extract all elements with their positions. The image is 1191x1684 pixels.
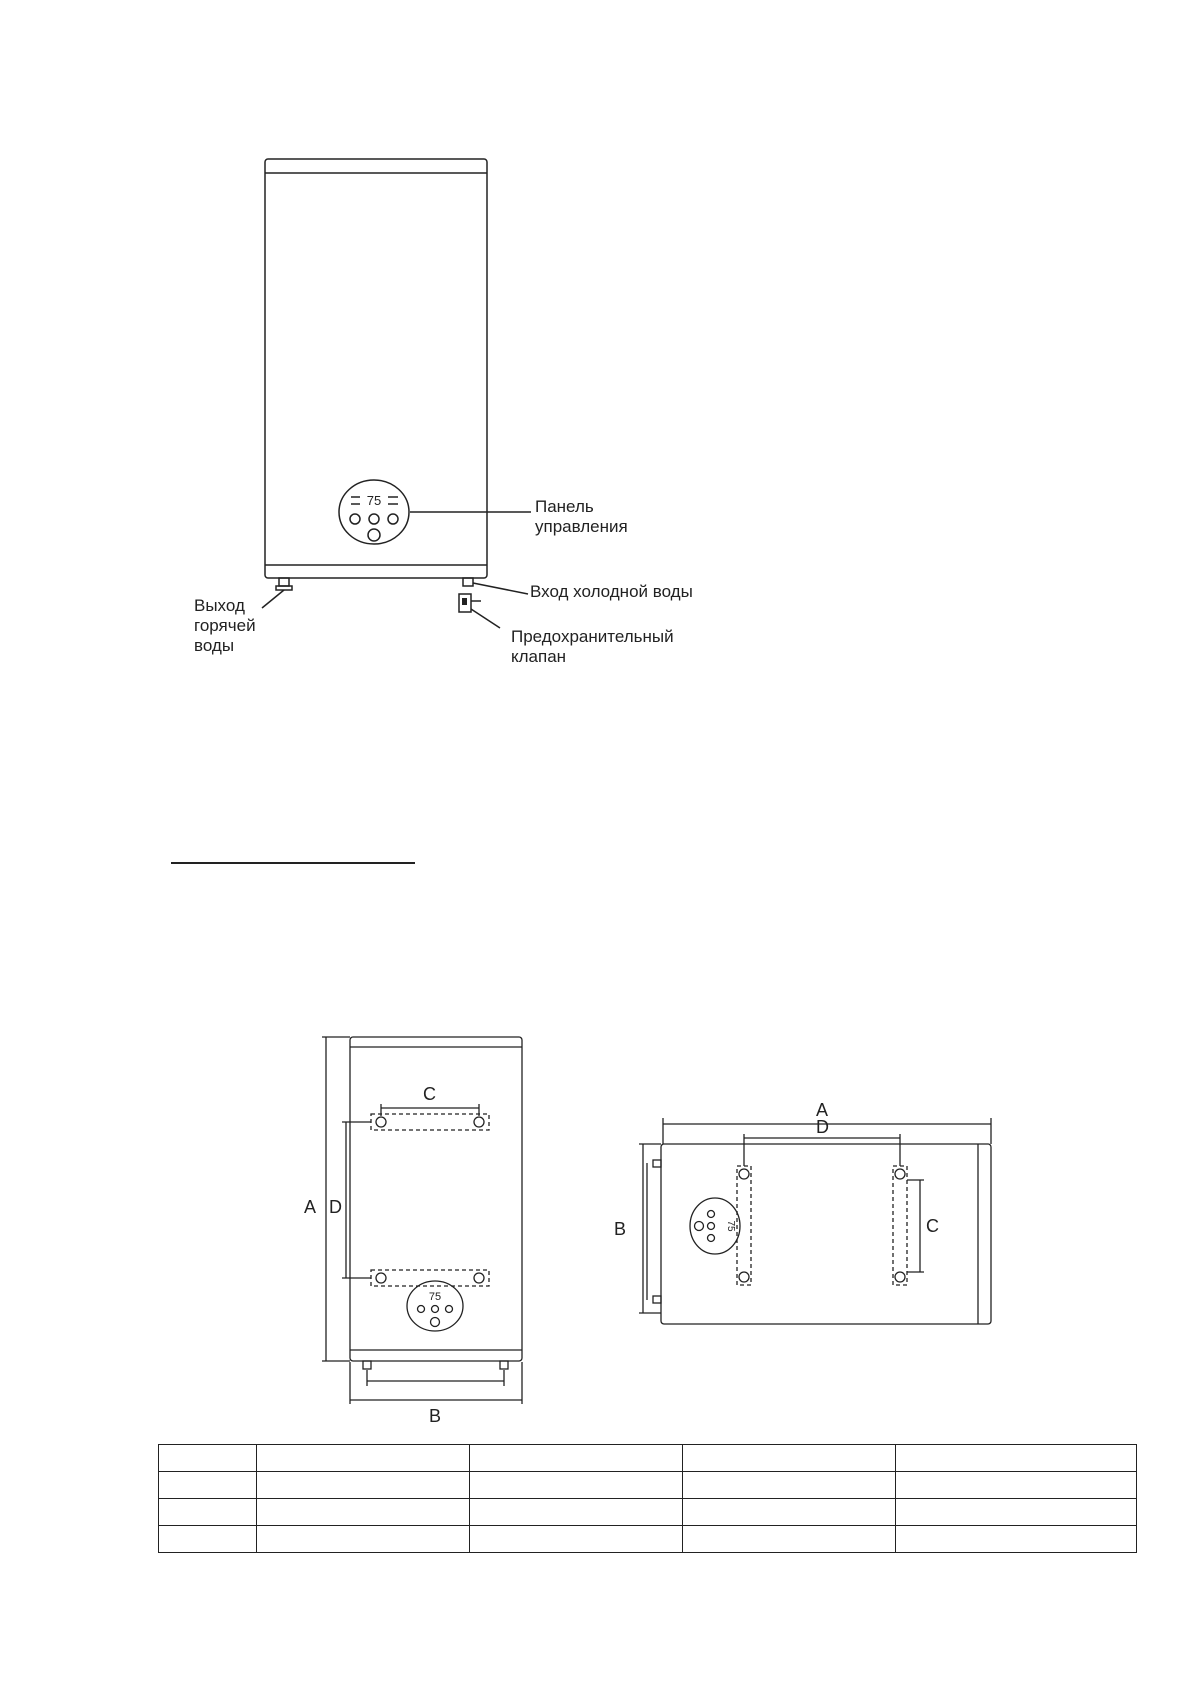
callout-hot-outlet-line3: воды	[194, 636, 234, 655]
mode-button-icon	[387, 513, 399, 525]
right-mounting-bracket	[892, 1165, 908, 1286]
horizontal-label-a: A	[816, 1100, 828, 1120]
hot-outlet-pipe	[278, 577, 290, 587]
top-mounting-bracket	[370, 1113, 490, 1131]
table-cell	[895, 1498, 1137, 1526]
table-row	[158, 1444, 1137, 1472]
table-cell	[682, 1444, 896, 1472]
table-row	[158, 1525, 1137, 1553]
table-cell	[469, 1525, 683, 1553]
heater-front-view: 75 Панель управления Вход холодной воды …	[194, 158, 693, 666]
table-cell	[256, 1525, 470, 1553]
vertical-label-a: A	[304, 1197, 316, 1217]
table-row	[158, 1471, 1137, 1499]
section-heading-underline	[171, 862, 415, 864]
table-cell	[895, 1471, 1137, 1499]
cold-inlet-pipe	[462, 577, 474, 587]
table-cell	[158, 1471, 257, 1499]
callout-safety-valve-line1: Предохранительный	[511, 627, 674, 646]
table-row	[158, 1498, 1137, 1526]
table-cell	[158, 1525, 257, 1553]
horizontal-panel-display: 75	[725, 1220, 736, 1232]
vertical-label-d: D	[329, 1197, 342, 1217]
up-button-icon	[368, 513, 380, 525]
power-button-icon	[367, 528, 381, 542]
bottom-mounting-bracket	[370, 1269, 490, 1287]
table-cell	[158, 1444, 257, 1472]
left-mounting-bracket	[736, 1165, 752, 1286]
horizontal-control-panel	[689, 1197, 741, 1255]
horizontal-heater-body	[660, 1143, 992, 1325]
table-cell	[895, 1525, 1137, 1553]
down-button-icon	[349, 513, 361, 525]
table-cell	[469, 1444, 683, 1472]
safety-valve	[458, 593, 472, 613]
vertical-panel-display: 75	[429, 1291, 441, 1303]
callout-control-panel-line2: управления	[535, 517, 628, 536]
dimensions-table	[158, 1444, 1137, 1553]
vertical-heater-body	[349, 1036, 523, 1362]
callout-control-panel-line1: Панель	[535, 497, 594, 516]
table-cell	[895, 1444, 1137, 1472]
callout-safety-valve-line2: клапан	[511, 647, 566, 666]
horizontal-label-b: B	[614, 1219, 626, 1239]
vertical-control-panel	[406, 1280, 464, 1332]
control-panel	[338, 479, 410, 545]
panel-display-value: 75	[367, 493, 381, 508]
horizontal-label-d: D	[816, 1117, 829, 1137]
table-cell	[682, 1525, 896, 1553]
vertical-label-c: C	[423, 1084, 436, 1104]
horizontal-label-c: C	[926, 1216, 939, 1236]
heater-body	[264, 158, 488, 579]
table-cell	[158, 1498, 257, 1526]
callout-hot-outlet-line2: горячей	[194, 616, 256, 635]
callout-hot-outlet-line1: Выход	[194, 596, 245, 615]
table-cell	[469, 1498, 683, 1526]
vertical-label-b: B	[429, 1406, 441, 1426]
table-cell	[256, 1444, 470, 1472]
callout-cold-inlet: Вход холодной воды	[530, 582, 693, 601]
table-cell	[256, 1498, 470, 1526]
table-cell	[256, 1471, 470, 1499]
table-cell	[469, 1471, 683, 1499]
table-cell	[682, 1471, 896, 1499]
table-cell	[682, 1498, 896, 1526]
